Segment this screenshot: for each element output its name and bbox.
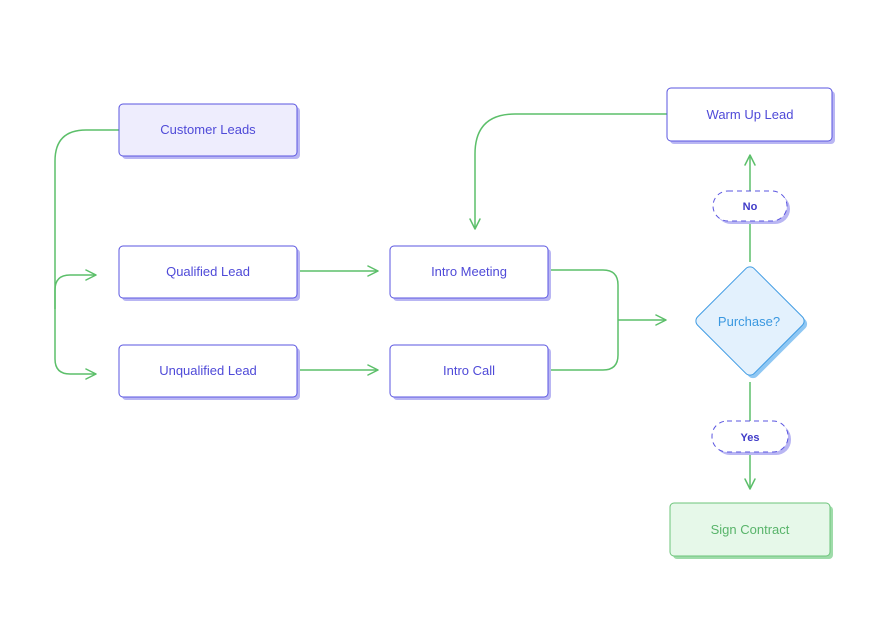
edge-warm-up-to-intro-meeting — [469, 113, 667, 230]
edge-label-yes-text: Yes — [741, 432, 760, 444]
node-warm-up-lead-label: Warm Up Lead — [707, 107, 794, 122]
edge-label-no: No — [712, 190, 790, 224]
edge-customer-leads-trunk — [54, 129, 119, 309]
node-customer-leads[interactable]: Customer Leads — [118, 103, 300, 159]
node-customer-leads-label: Customer Leads — [160, 122, 256, 137]
node-intro-meeting[interactable]: Intro Meeting — [389, 245, 551, 301]
edge-label-no-text: No — [743, 201, 758, 213]
node-unqualified-lead-label: Unqualified Lead — [159, 363, 257, 378]
node-intro-meeting-label: Intro Meeting — [431, 264, 507, 279]
node-intro-call[interactable]: Intro Call — [389, 344, 551, 400]
edge-label-yes: Yes — [711, 420, 791, 455]
edge-intro-call-to-merge — [550, 320, 619, 371]
node-intro-call-label: Intro Call — [443, 363, 495, 378]
edge-intro-meeting-to-merge — [550, 269, 619, 320]
node-sign-contract-label: Sign Contract — [711, 522, 790, 537]
edges — [54, 113, 756, 490]
node-qualified-lead[interactable]: Qualified Lead — [118, 245, 300, 301]
node-purchase-label: Purchase? — [718, 314, 780, 329]
edge-to-qualified-lead — [54, 269, 97, 309]
edge-to-unqualified-lead — [54, 309, 97, 380]
node-sign-contract[interactable]: Sign Contract — [669, 502, 833, 559]
node-unqualified-lead[interactable]: Unqualified Lead — [118, 344, 300, 400]
node-qualified-lead-label: Qualified Lead — [166, 264, 250, 279]
node-warm-up-lead[interactable]: Warm Up Lead — [666, 87, 835, 144]
node-purchase-decision[interactable]: Purchase? — [693, 264, 809, 380]
